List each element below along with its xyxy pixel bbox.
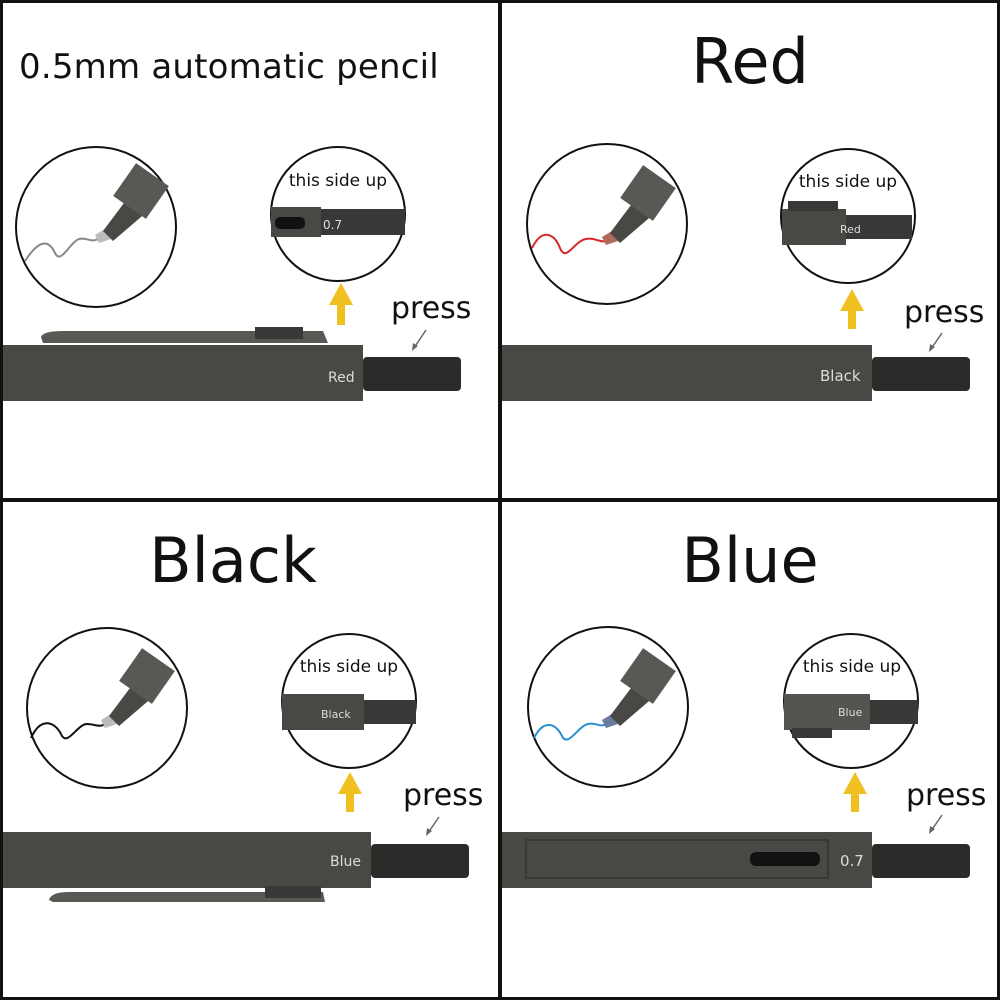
press-label: press xyxy=(906,778,987,813)
pointer-arrow-icon xyxy=(929,332,943,352)
up-arrow-icon xyxy=(329,283,353,325)
up-arrow-icon xyxy=(840,289,864,329)
barrel-label: Red xyxy=(328,370,355,386)
up-arrow-icon xyxy=(338,772,362,812)
panel-blue-art: Blue 0.7 xyxy=(502,626,970,888)
panel-black: Black Blue Black this side up press xyxy=(3,502,499,996)
side-up-label: this side up xyxy=(802,657,902,677)
panel-blue: Blue 0.7 Blue this side up press xyxy=(502,502,998,996)
pen-tip-icon xyxy=(531,165,676,255)
zoom-label: 0.7 xyxy=(323,218,342,232)
zoom-label: Black xyxy=(321,708,351,721)
pointer-arrow-icon xyxy=(412,329,427,351)
barrel-label: Blue xyxy=(330,854,361,870)
up-arrow-icon xyxy=(843,772,867,812)
side-up-label: this side up xyxy=(299,657,399,677)
panel-red: Red Black Red this side up press xyxy=(502,3,998,497)
press-label: press xyxy=(391,291,472,326)
press-label: press xyxy=(403,778,484,813)
press-label: press xyxy=(904,295,985,330)
panel-title: Blue xyxy=(681,524,819,597)
barrel-label: Black xyxy=(820,367,861,385)
zoom-label: Red xyxy=(840,223,861,236)
pen-tip-icon xyxy=(30,648,175,740)
panel-black-art: Black Blue xyxy=(3,627,469,902)
barrel-label: 0.7 xyxy=(840,852,864,870)
panel-title: Black xyxy=(149,524,317,597)
zoom-label: Blue xyxy=(838,706,863,719)
panel-title: 0.5mm automatic pencil xyxy=(19,47,439,87)
pen-tip-icon xyxy=(24,163,169,262)
panel-pencil-art: 0.7 Red xyxy=(3,146,461,401)
pointer-arrow-icon xyxy=(426,816,440,836)
pen-tip-icon xyxy=(533,648,676,741)
side-up-label: this side up xyxy=(798,172,898,192)
panel-red-art: Red Black xyxy=(502,143,970,401)
side-up-label: this side up xyxy=(288,171,388,191)
panel-title: Red xyxy=(691,25,809,98)
pointer-arrow-icon xyxy=(929,814,943,834)
panel-pencil: 0.7 Red 0.5mm automatic pencil this side… xyxy=(3,3,499,497)
grid-divider-horizontal xyxy=(0,498,1000,502)
